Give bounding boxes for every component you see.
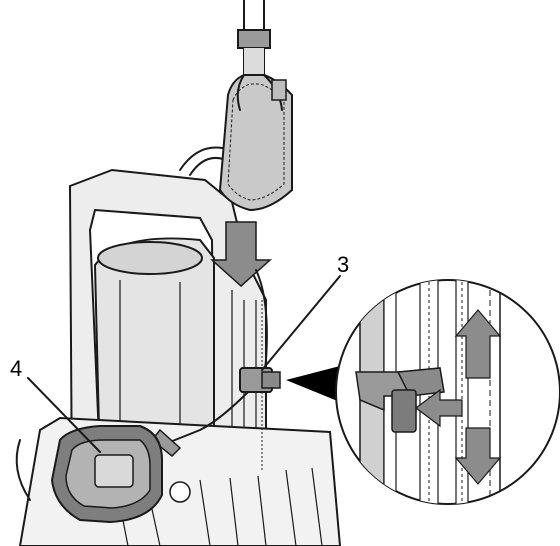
hose xyxy=(237,0,271,76)
float-switch-lower xyxy=(50,391,249,524)
float-switch-upper xyxy=(218,74,293,212)
up-arrow-icon xyxy=(454,309,502,379)
detail-pointer xyxy=(286,366,340,402)
cable-rail xyxy=(239,269,281,470)
detail-inset xyxy=(335,279,560,505)
callout-4: 4 xyxy=(10,356,22,381)
callout-leaders xyxy=(27,275,341,453)
callout-3: 3 xyxy=(337,252,349,277)
push-arrow-icon xyxy=(415,388,463,428)
down-arrow-small-icon xyxy=(454,427,502,485)
